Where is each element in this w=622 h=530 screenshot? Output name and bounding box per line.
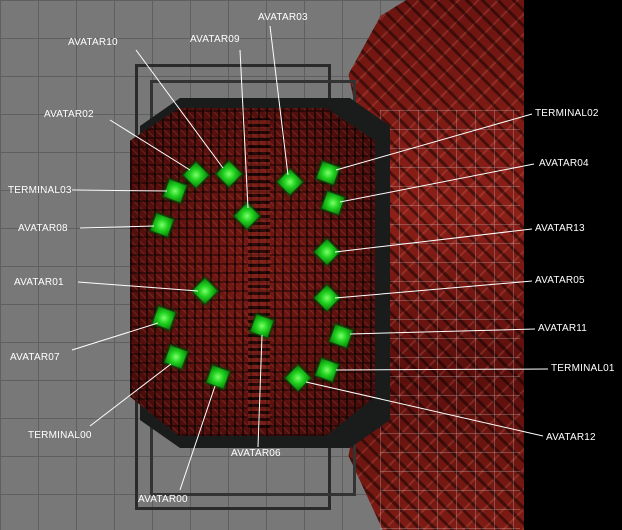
- label-avatar08: AVATAR08: [18, 223, 68, 235]
- label-avatar03: AVATAR03: [258, 12, 308, 24]
- label-avatar07: AVATAR07: [10, 352, 60, 364]
- label-terminal02: TERMINAL02: [535, 108, 599, 120]
- label-terminal01: TERMINAL01: [551, 363, 615, 375]
- label-avatar09: AVATAR09: [190, 34, 240, 46]
- room-center-strip: [248, 118, 270, 428]
- label-avatar11: AVATAR11: [538, 323, 587, 335]
- label-avatar05: AVATAR05: [535, 275, 585, 287]
- machinery-grid-overlay: [380, 110, 520, 530]
- label-avatar06: AVATAR06: [231, 448, 281, 460]
- label-avatar10: AVATAR10: [68, 37, 118, 49]
- label-terminal03: TERMINAL03: [8, 185, 72, 197]
- label-avatar01: AVATAR01: [14, 277, 64, 289]
- label-terminal00: TERMINAL00: [28, 430, 92, 442]
- label-avatar04: AVATAR04: [539, 158, 589, 170]
- label-avatar13: AVATAR13: [535, 223, 585, 235]
- void-area: [524, 0, 622, 530]
- label-avatar12: AVATAR12: [546, 432, 596, 444]
- label-avatar00: AVATAR00: [138, 494, 188, 506]
- label-avatar02: AVATAR02: [44, 109, 94, 121]
